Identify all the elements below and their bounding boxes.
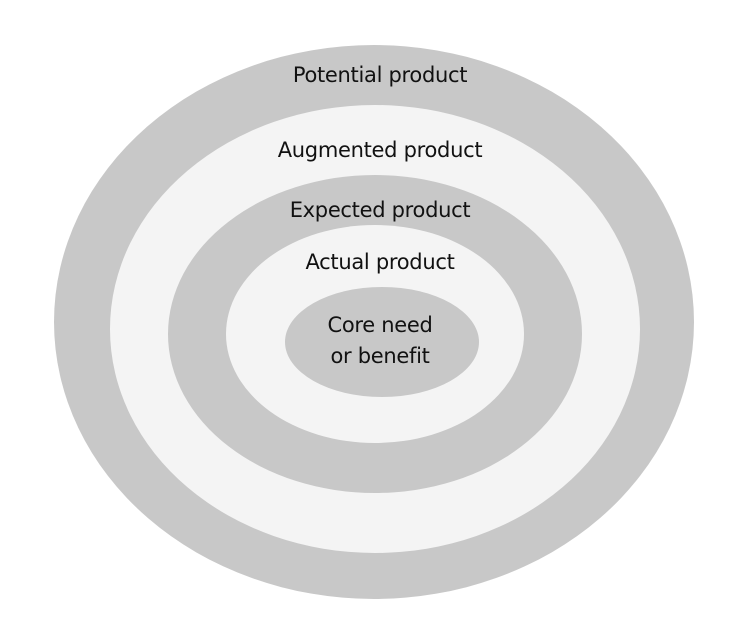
core-need-label: Core need [327, 313, 433, 337]
actual-product-label: Actual product [305, 250, 455, 274]
potential-product-label: Potential product [292, 63, 468, 87]
or-benefit-label: or benefit [330, 344, 430, 368]
core-benefit-ellipse [285, 287, 479, 397]
expected-product-label: Expected product [289, 198, 471, 222]
augmented-product-label: Augmented product [277, 138, 483, 162]
